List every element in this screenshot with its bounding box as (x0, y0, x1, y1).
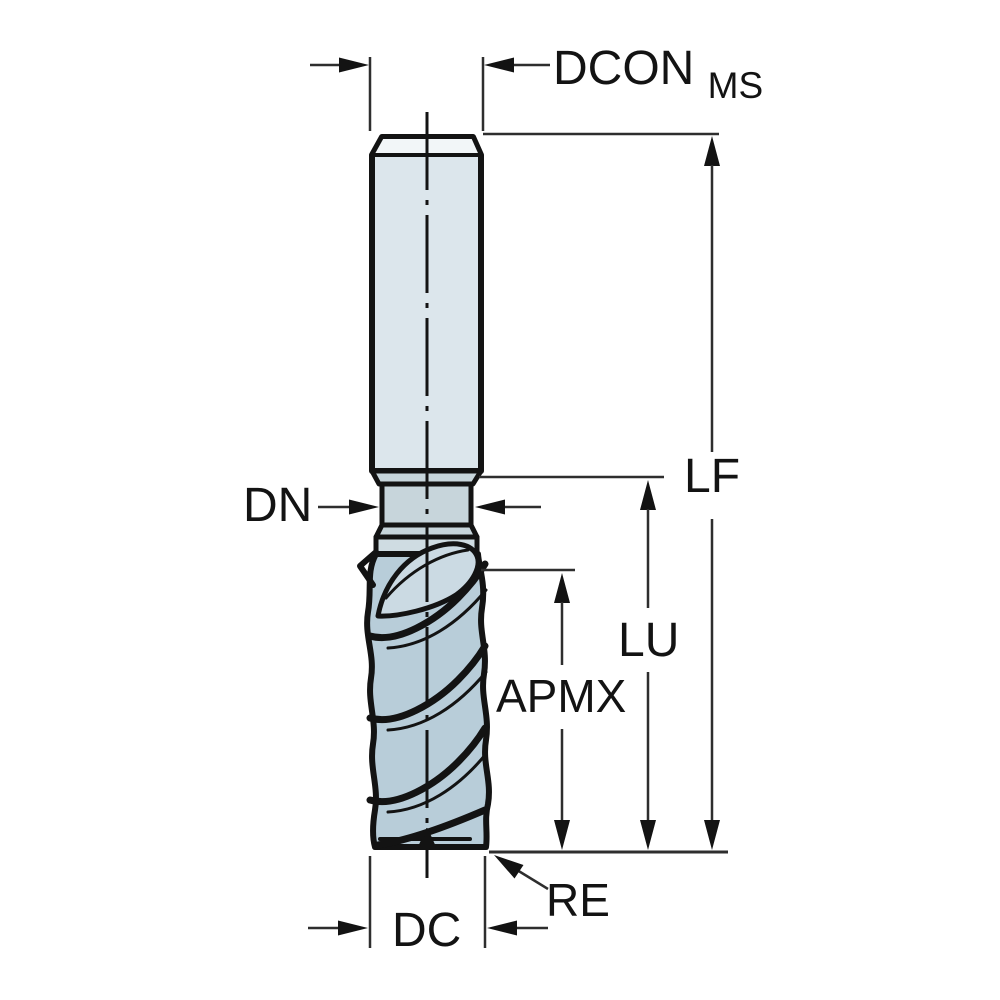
dcon-label: DCON MS (553, 42, 763, 106)
lu-label: LU (618, 614, 679, 667)
dimension-dn (318, 499, 541, 515)
helix-heel-line-2 (386, 670, 488, 732)
lf-arrowhead-down (704, 820, 720, 850)
lf-label: LF (684, 450, 740, 503)
dimension-dcon (310, 57, 550, 131)
helix-heel-line-3 (386, 752, 488, 814)
lf-arrowhead-up (704, 136, 720, 166)
dimension-re (494, 855, 549, 891)
tool-drawing (357, 112, 492, 878)
lu-arrowhead-up (640, 480, 656, 510)
flute-left-notch (357, 549, 379, 588)
re-arrowhead (494, 855, 524, 879)
dcon-arrowhead-right (484, 57, 514, 73)
lu-arrowhead-down (640, 820, 656, 850)
dimension-labels: DCON MS LF LU APMX DN DC RE (243, 42, 763, 957)
dcon-label-base: DCON (553, 42, 694, 95)
dn-arrowhead-right (475, 499, 505, 515)
helix-edge-1 (366, 560, 489, 641)
dc-arrowhead-left (338, 920, 368, 936)
apmx-label: APMX (496, 670, 626, 722)
dn-label: DN (243, 479, 312, 532)
dcon-label-subscript: MS (708, 65, 764, 106)
dimension-lf (483, 132, 720, 850)
helix-heel-line-1 (386, 588, 488, 650)
apmx-arrowhead-down (554, 820, 570, 850)
dc-arrowhead-right (487, 920, 517, 936)
dcon-arrowhead-left (339, 57, 369, 73)
dn-arrowhead-left (349, 499, 379, 515)
helix-edge-4 (374, 806, 489, 849)
dimension-dc (308, 856, 548, 948)
apmx-arrowhead-up (554, 573, 570, 603)
helix-edge-2 (366, 642, 489, 723)
re-label: RE (546, 874, 610, 926)
dc-label: DC (392, 904, 461, 957)
re-leader-line (516, 868, 549, 891)
dimension-lu (479, 475, 664, 850)
dimension-apmx (481, 568, 575, 850)
helix-edge-3 (366, 724, 489, 805)
dimension-graphics (308, 57, 728, 948)
